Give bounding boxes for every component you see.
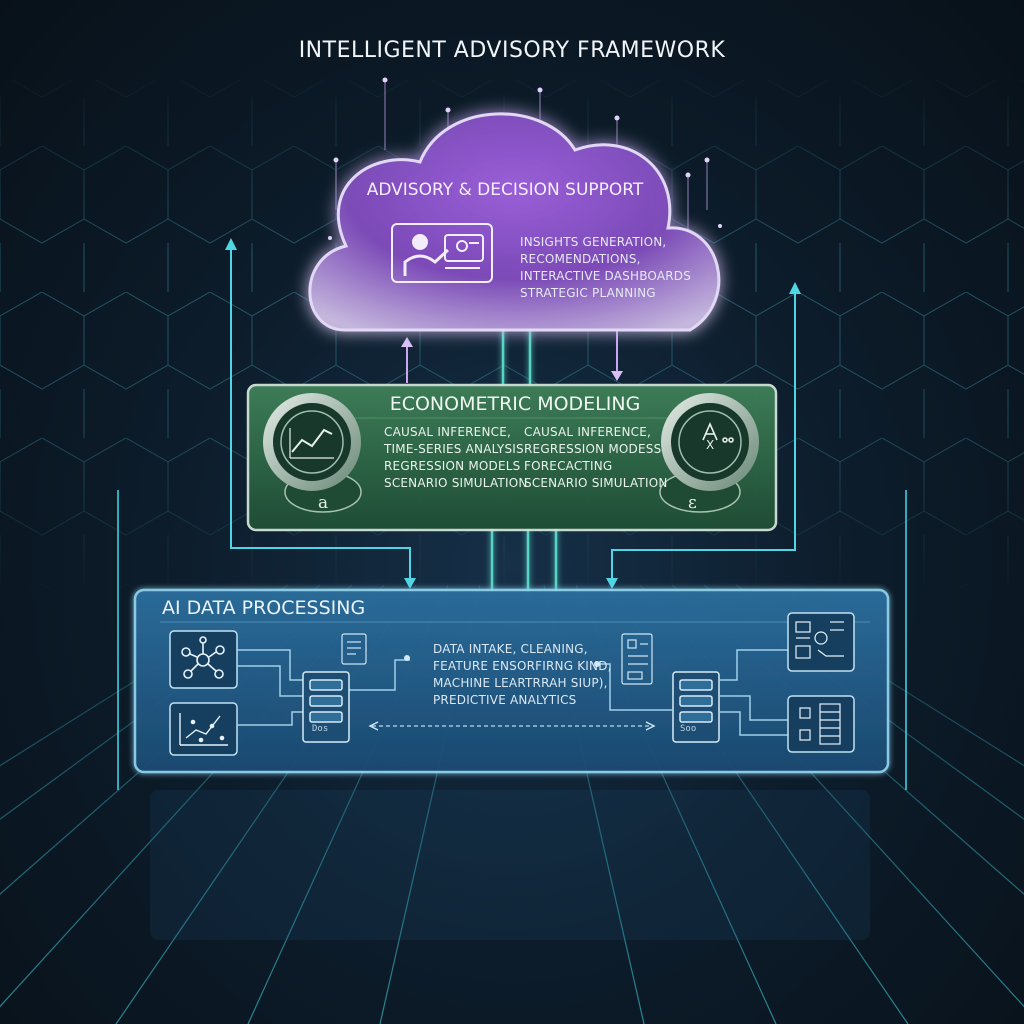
arrow-up-advisory	[401, 337, 413, 347]
econ-item: REGRESSION MODELS	[384, 459, 521, 473]
ai-connector-node-left	[404, 655, 410, 661]
ai-item: PREDICTIVE ANALYTICS	[433, 693, 577, 707]
network-icon-box	[169, 630, 238, 689]
server-icon-right	[672, 671, 720, 743]
advisory-item: INTERACTIVE DASHBOARDS	[520, 269, 692, 283]
scatter-plot-icon	[179, 713, 228, 746]
ai-feature-list: DATA INTAKE, CLEANING, FEATURE ENSORFIRN…	[433, 641, 612, 709]
advisory-item: RECOMENDATIONS,	[520, 252, 641, 266]
network-icon	[181, 636, 225, 679]
ai-item: FEATURE ENSORFIRNG KIND,	[433, 659, 612, 673]
arrow-down-right-loop	[606, 578, 618, 589]
formula-icon	[702, 422, 734, 443]
feedback-loop-left	[230, 246, 411, 580]
small-doc-icon-left	[341, 633, 367, 665]
arrow-up-right-loop	[789, 282, 801, 294]
econ-item: SCENARIO SIMULATION	[384, 476, 528, 490]
advisory-item: STRATEGIC PLANNING	[520, 286, 656, 300]
advisory-title: ADVISORY & DECISION SUPPORT	[366, 180, 644, 200]
econ-feature-list-left: CAUSAL INFERENCE, TIME-SERIES ANALYSIS R…	[384, 424, 528, 492]
ai-right-connectors	[597, 649, 788, 736]
econ-item: REGRESSION MODESS	[524, 442, 662, 456]
page-title: INTELLIGENT ADVISORY FRAMEWORK	[298, 38, 726, 63]
arrow-down-left-loop	[404, 578, 416, 589]
advisory-feature-list: INSIGHTS GENERATION, RECOMENDATIONS, INT…	[520, 234, 691, 302]
econ-item: TIME-SERIES ANALYSIS	[384, 442, 524, 456]
server-icon-left	[302, 671, 350, 743]
presenter-icon	[391, 223, 493, 283]
flow-arrowhead-left	[368, 721, 379, 731]
ai-item: MACHINE LEARTRRAH SIUP),	[433, 676, 608, 690]
arrow-down-econ	[611, 371, 623, 381]
econ-right-dial-text: X	[706, 438, 715, 452]
econometric-panel	[246, 383, 778, 532]
econ-left-glyph: a	[318, 493, 329, 513]
flow-arrowhead-right	[645, 721, 656, 731]
econ-item: CAUSAL INFERENCE,	[524, 425, 651, 439]
econ-item: CAUSAL INFERENCE,	[384, 425, 511, 439]
econometric-title: ECONOMETRIC MODELING	[389, 393, 641, 415]
ai-item: DATA INTAKE, CLEANING,	[433, 642, 588, 656]
econ-left-dial	[263, 393, 362, 513]
document-icon-top	[787, 612, 855, 672]
ai-processing-title: AI DATA PROCESSING	[162, 597, 366, 619]
ai-left-connectors	[237, 649, 410, 726]
advisory-item: INSIGHTS GENERATION,	[520, 235, 667, 249]
feedback-loop-right	[611, 290, 796, 580]
central-beams	[490, 325, 558, 592]
advisory-cloud	[308, 112, 721, 332]
econ-right-dial	[659, 393, 759, 513]
econ-feature-list-right: CAUSAL INFERENCE, REGRESSION MODESS FORE…	[524, 424, 668, 492]
arrow-up-left-loop	[225, 238, 237, 250]
econ-item: FORECACTING	[524, 459, 613, 473]
econ-item: SCENARIO SIMULATION	[524, 476, 668, 490]
server-left-label: Dos	[312, 724, 329, 734]
particle-dots	[328, 77, 722, 240]
ai-panel-reflection	[150, 790, 870, 940]
small-doc-icon-right	[621, 633, 653, 685]
side-pillars	[117, 490, 907, 790]
cloud-connectors	[406, 330, 618, 383]
econ-right-glyph: ε	[688, 493, 697, 513]
server-right-label: Soo	[680, 724, 697, 734]
scatter-icon-box	[169, 702, 238, 756]
line-chart-icon	[289, 428, 334, 459]
ai-connector-node-right	[594, 661, 600, 667]
document-icon-bottom	[787, 695, 855, 753]
